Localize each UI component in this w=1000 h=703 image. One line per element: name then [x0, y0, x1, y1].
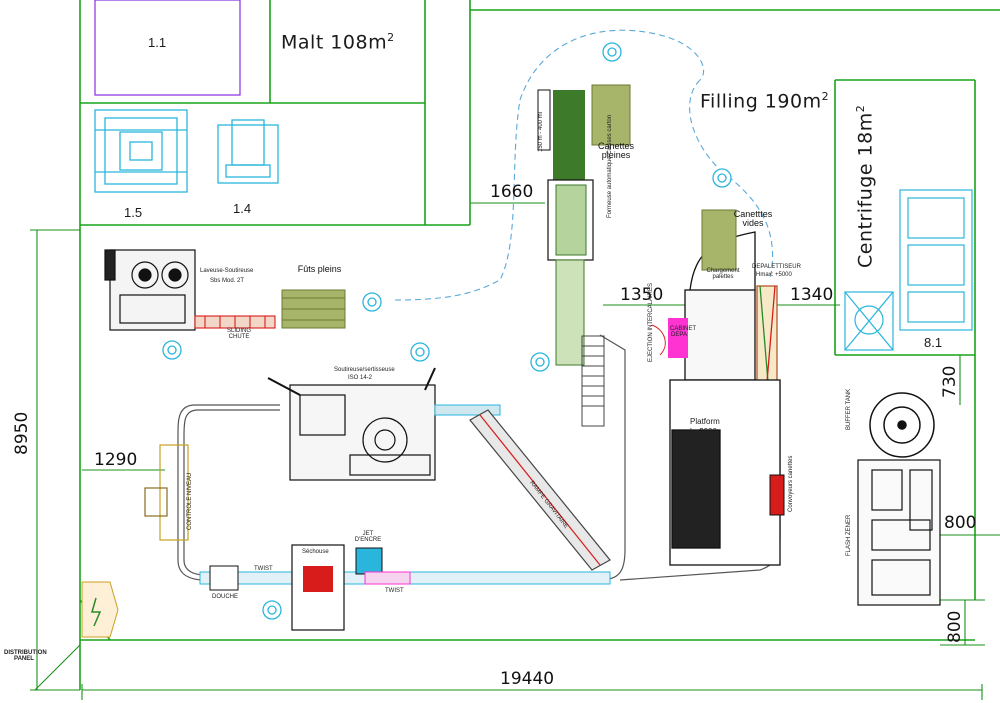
platform	[669, 379, 781, 566]
dim-730: 730	[940, 366, 960, 398]
equipment-1-4	[217, 119, 279, 184]
label-distribution: DISTRIBUTION PANEL	[4, 650, 47, 662]
canettes-pleines-pallet	[591, 84, 631, 146]
label-cabinet: CABINET DEPA	[670, 326, 697, 338]
label-platform: Platform	[690, 417, 720, 426]
dim-19440: 19440	[500, 669, 554, 689]
room-malt-exp: 2	[387, 31, 395, 44]
cabinet-depa	[668, 318, 688, 358]
dim-800a: 800	[944, 513, 976, 533]
label-futs-pleins: Fûts pleins	[297, 264, 342, 274]
label-formeuse: Formeuse automatique Caisses carton	[607, 114, 613, 218]
zone-1-1-box	[94, 0, 241, 96]
room-centrifuge: Centrifuge 18m2	[854, 104, 877, 268]
label-sliding-chute: SLIDING CHUTE	[226, 328, 251, 340]
label-controle: CONTROLE NIVEAU	[187, 472, 193, 530]
flash-zener	[857, 459, 941, 606]
dimension-lines	[30, 202, 1000, 700]
dim-1660: 1660	[490, 182, 533, 202]
label-platform-h: h=2000	[690, 427, 717, 436]
label-depalettiseur: DEPALETTISEUR	[752, 264, 801, 270]
zone-1-1-label: 1.1	[148, 35, 167, 50]
dim-800b: 800	[945, 611, 965, 643]
label-sechouse: Séchouse	[302, 549, 329, 555]
stairs	[581, 335, 605, 427]
room-centrifuge-name: Centrifuge 18m	[854, 112, 877, 268]
centrifuge-equipment	[844, 189, 973, 351]
label-depalettiseur-h: Hmax: +5000	[756, 272, 792, 278]
label-soutireuse: Soutireuse/sertisseuse	[334, 367, 395, 373]
operator-paths	[394, 29, 774, 301]
dim-8950: 8950	[12, 412, 32, 455]
label-douche: DOUCHE	[212, 594, 239, 600]
label-chargement: Chargement palettes	[706, 268, 740, 280]
operator-icons	[162, 42, 732, 620]
room-malt-name: Malt 108m	[281, 31, 388, 54]
label-buffer-tank: BUFFER TANK	[846, 388, 852, 430]
room-centrifuge-exp: 2	[854, 104, 867, 113]
label-convoyeur: Convoyeurs canettes	[788, 455, 794, 512]
dim-1290: 1290	[94, 450, 137, 470]
dim-1350: 1350	[620, 285, 663, 305]
dim-1340: 1340	[790, 285, 833, 305]
label-jet: JET D'ENCRE	[354, 531, 382, 543]
label-soutireuse-model: ISO 14-2	[348, 375, 373, 381]
controle-niveau	[144, 444, 189, 541]
buffer-tank	[869, 392, 935, 458]
convoyeur-canettes	[769, 474, 785, 516]
label-twist-2: TWIST	[385, 588, 404, 594]
label-canettes-pleines: Canettes pleines	[597, 141, 635, 160]
canettes-vides-pallet	[701, 209, 737, 271]
label-flash-zener: FLASH ZENER	[846, 514, 852, 556]
soutireuse-machine	[267, 367, 436, 481]
equipment-1-5	[94, 109, 188, 193]
distribution-panel	[81, 581, 119, 638]
zone-8-1-label: 8.1	[924, 335, 943, 350]
rampe-gravitaire	[469, 409, 611, 571]
room-malt: Malt 108m2	[281, 32, 395, 52]
label-cap: 150 m - 400 ml	[538, 111, 544, 152]
laveuse-machine	[104, 249, 196, 331]
label-laveuse-model: Sbs Mod. 2T	[210, 278, 245, 284]
bottom-line	[199, 544, 611, 631]
zone-1-5-label: 1.5	[124, 205, 143, 220]
ejection-arc	[651, 324, 666, 356]
room-filling-exp: 2	[821, 90, 830, 103]
label-laveuse: Laveuse-Soutireuse	[200, 268, 254, 274]
zone-1-4-label: 1.4	[233, 201, 252, 216]
label-ejection: EJECTION INTERCALAIRES	[648, 282, 654, 362]
room-filling: Filling 190m2	[700, 91, 829, 111]
room-filling-name: Filling 190m	[700, 90, 822, 113]
label-twist-1: TWIST	[254, 566, 273, 572]
label-canettes-vides: Canetttes vides	[733, 209, 773, 228]
futs-pleins-pallet	[281, 289, 346, 329]
infeed-conveyor	[434, 404, 501, 416]
canettes-conveyor	[537, 89, 594, 366]
sliding-chute	[194, 315, 276, 329]
